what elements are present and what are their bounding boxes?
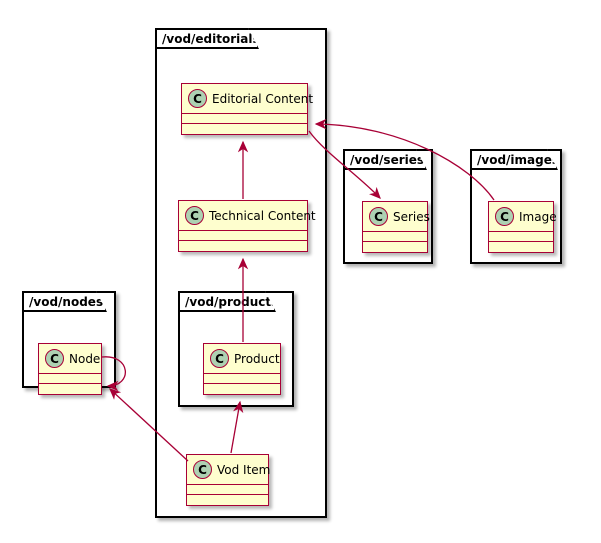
class-methods-compartment: [204, 384, 280, 394]
class-header: C Node: [39, 344, 101, 374]
class-icon-letter: C: [193, 91, 202, 106]
class-icon: C: [193, 460, 212, 479]
class-methods-compartment: [363, 242, 427, 252]
class-name: Vod Item: [217, 462, 271, 477]
class-icon: C: [210, 349, 229, 368]
package-label: /vod/nodes: [29, 294, 104, 309]
class-methods-compartment: [187, 495, 268, 505]
class-name: Series: [393, 209, 430, 224]
package-label: /vod/products: [185, 294, 279, 309]
class-attributes-compartment: [363, 232, 427, 242]
class-methods-compartment: [182, 124, 307, 134]
class-header: C Editorial Content: [182, 84, 313, 114]
class-icon-letter: C: [50, 351, 59, 366]
class-methods-compartment: [179, 241, 307, 251]
class-series[interactable]: C Series: [362, 201, 430, 253]
class-product[interactable]: C Product: [203, 343, 281, 395]
package-label: /vod/series: [350, 152, 425, 167]
class-header: C Product: [204, 344, 280, 374]
package-tab-editorials: /vod/editorials: [155, 28, 259, 49]
class-attributes-compartment: [179, 231, 307, 241]
class-icon: C: [495, 207, 514, 226]
package-label: /vod/editorials: [162, 31, 260, 46]
class-vod-item[interactable]: C Vod Item: [186, 454, 270, 506]
class-attributes-compartment: [39, 374, 101, 384]
class-name: Image: [519, 209, 557, 224]
class-name: Editorial Content: [212, 91, 314, 106]
class-icon: C: [188, 89, 207, 108]
class-attributes-compartment: [204, 374, 280, 384]
class-name: Technical Content: [209, 208, 316, 223]
package-label: /vod/images: [477, 152, 560, 167]
class-icon-letter: C: [190, 208, 199, 223]
package-tab-series: /vod/series: [343, 149, 427, 170]
class-icon: C: [369, 207, 388, 226]
class-icon: C: [185, 206, 204, 225]
class-icon: C: [45, 349, 64, 368]
class-node[interactable]: C Node: [38, 343, 102, 395]
class-icon-letter: C: [374, 209, 383, 224]
class-attributes-compartment: [489, 232, 553, 242]
class-header: C Vod Item: [187, 455, 270, 485]
class-icon-letter: C: [198, 462, 207, 477]
class-attributes-compartment: [187, 485, 268, 495]
class-icon-letter: C: [500, 209, 509, 224]
class-methods-compartment: [489, 242, 553, 252]
package-tab-images: /vod/images: [470, 149, 558, 170]
class-methods-compartment: [39, 384, 101, 394]
class-header: C Image: [489, 202, 557, 232]
class-name: Product: [234, 351, 280, 366]
package-tab-nodes: /vod/nodes: [22, 291, 107, 312]
class-header: C Technical Content: [179, 201, 316, 231]
package-tab-products: /vod/products: [178, 291, 276, 312]
class-header: C Series: [363, 202, 430, 232]
class-technical-content[interactable]: C Technical Content: [178, 200, 316, 252]
class-name: Node: [69, 351, 101, 366]
class-editorial-content[interactable]: C Editorial Content: [181, 83, 313, 135]
class-image[interactable]: C Image: [488, 201, 557, 253]
class-attributes-compartment: [182, 114, 307, 124]
class-icon-letter: C: [215, 351, 224, 366]
